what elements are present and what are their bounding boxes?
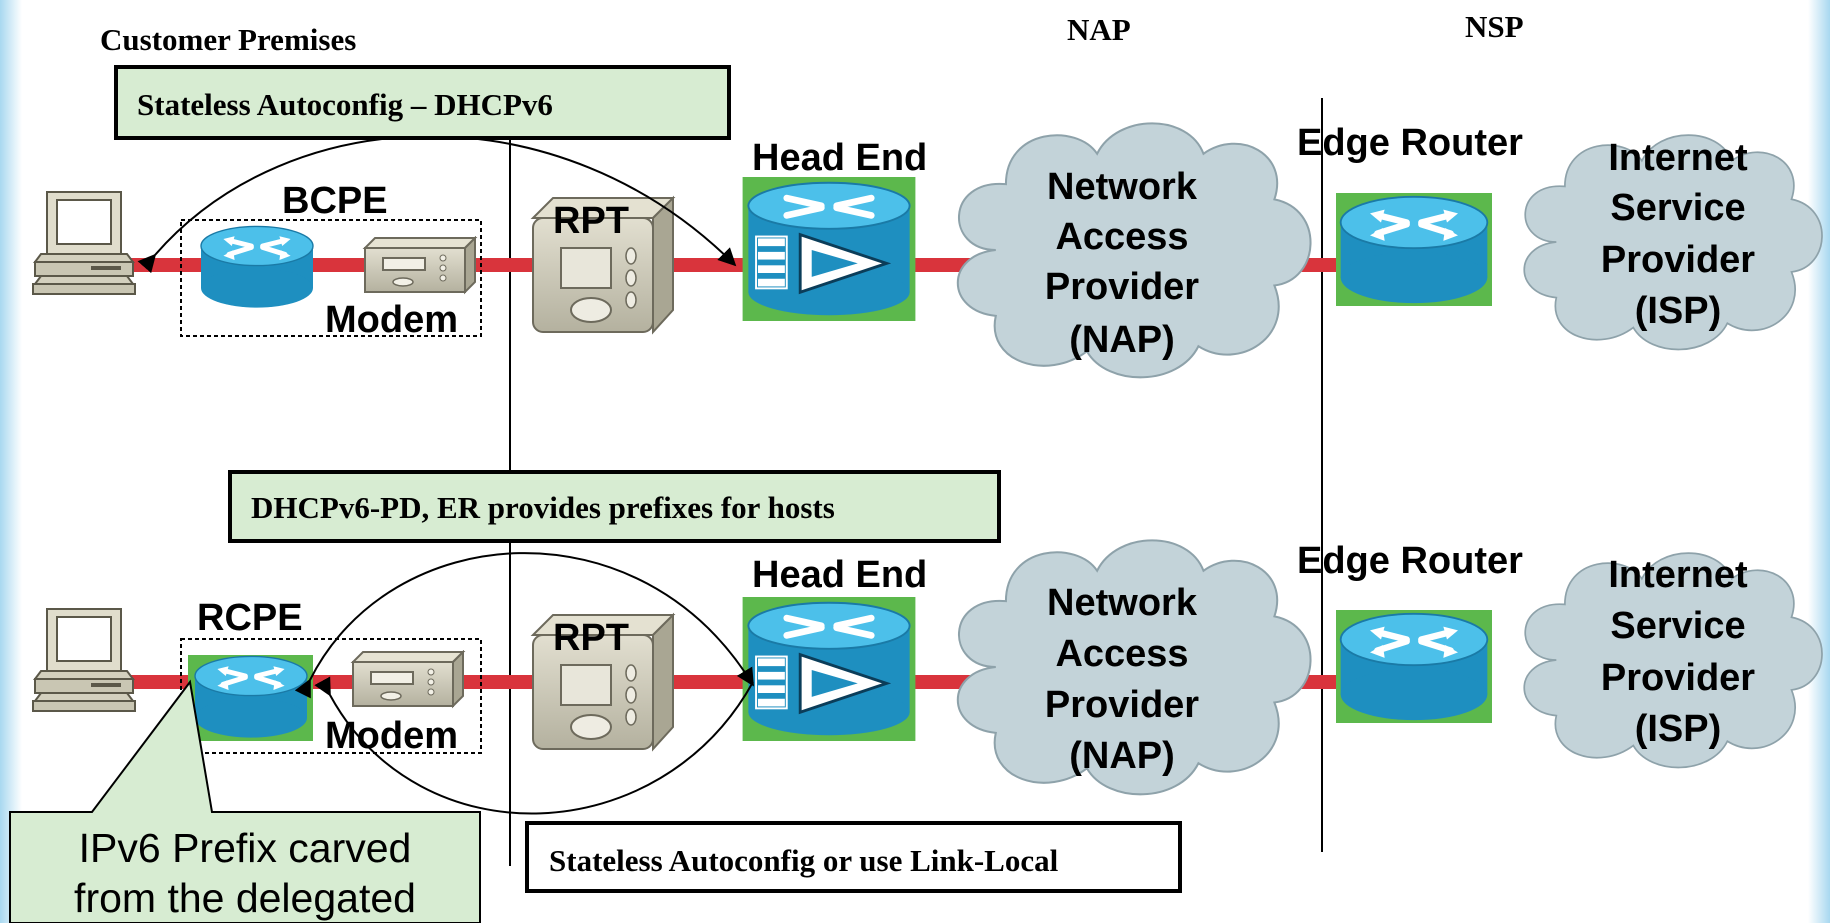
- top-autoconfig-banner-text: Stateless Autoconfig – DHCPv6: [137, 87, 553, 122]
- bottom-isp-cloud-text: Internet Service Provider (ISP): [1601, 554, 1755, 750]
- bottom-host-pc-icon: [31, 607, 137, 713]
- top-modem-label: Modem: [325, 299, 458, 341]
- top-isp-line-4: (ISP): [1635, 290, 1722, 332]
- bottom-autoconfig-banner: [525, 821, 1182, 893]
- top-rpt-label: RPT: [553, 200, 629, 242]
- ipv6-prefix-callout-text: IPv6 Prefix carved from the delegated: [74, 825, 416, 921]
- callout-line-1: IPv6 Prefix carved: [79, 825, 412, 871]
- customer-premises-label: Customer Premises: [100, 22, 356, 57]
- top-edge-router-icon: [1341, 197, 1488, 303]
- top-isp-line-2: Service: [1610, 187, 1745, 229]
- nsp-header-label: NSP: [1465, 9, 1524, 44]
- right-edge-gradient: [1808, 0, 1830, 923]
- top-isp-cloud-text: Internet Service Provider (ISP): [1601, 137, 1755, 332]
- bottom-cpe-label: RCPE: [197, 597, 303, 639]
- top-head-end-icon: [743, 177, 916, 321]
- bottom-autoconfig-banner-text: Stateless Autoconfig or use Link-Local: [549, 843, 1059, 878]
- bottom-isp-line-4: (ISP): [1635, 708, 1722, 750]
- top-bcpe-box: [180, 219, 482, 337]
- bottom-modem-icon: [351, 650, 465, 708]
- bottom-nap-line-3: Provider: [1045, 684, 1199, 726]
- ipv6-prefix-callout: [9, 679, 481, 923]
- bottom-head-end-label: Head End: [752, 554, 927, 596]
- bottom-pd-banner: [228, 470, 1001, 543]
- left-edge-gradient: [0, 0, 22, 923]
- top-isp-line-3: Provider: [1601, 239, 1755, 281]
- bottom-rcpe-router-icon: [195, 656, 307, 737]
- nap-header-label: NAP: [1067, 12, 1131, 47]
- callout-line-2: from the delegated: [74, 875, 416, 921]
- top-autoconfig-banner: [114, 65, 731, 140]
- bottom-isp-line-3: Provider: [1601, 657, 1755, 699]
- top-nap-cloud-text: Network Access Provider (NAP): [1045, 166, 1199, 361]
- top-cpe-label: BCPE: [282, 180, 388, 222]
- top-host-pc-icon: [31, 190, 137, 296]
- bottom-linklocal-arrow: [314, 676, 754, 815]
- bottom-pd-banner-text: DHCPv6-PD, ER provides prefixes for host…: [251, 490, 835, 525]
- bottom-nap-line-4: (NAP): [1069, 735, 1175, 777]
- bottom-row: RCPE Modem RPT Head End Network Access P…: [9, 470, 1824, 923]
- bottom-nap-cloud-text: Network Access Provider (NAP): [1045, 582, 1199, 777]
- bottom-isp-line-1: Internet: [1608, 554, 1748, 596]
- top-bcpe-router-icon: [201, 226, 313, 307]
- top-edge-router-label: Edge Router: [1297, 122, 1523, 164]
- top-nap-line-1: Network: [1047, 166, 1198, 208]
- top-isp-line-1: Internet: [1608, 137, 1748, 179]
- top-modem-icon: [363, 236, 477, 294]
- bottom-edge-router-label: Edge Router: [1297, 540, 1523, 582]
- top-row: BCPE Modem RPT Head End Network Access P…: [31, 65, 1824, 379]
- bottom-isp-line-2: Service: [1610, 605, 1745, 647]
- bottom-nap-line-1: Network: [1047, 582, 1198, 624]
- bottom-pd-arrow: [294, 552, 754, 699]
- bottom-nap-line-2: Access: [1055, 633, 1188, 675]
- bottom-head-end-icon: [743, 597, 916, 741]
- top-nap-line-4: (NAP): [1069, 319, 1175, 361]
- top-nap-line-2: Access: [1055, 216, 1188, 258]
- bottom-rpt-label: RPT: [553, 617, 629, 659]
- top-nap-line-3: Provider: [1045, 266, 1199, 308]
- bottom-edge-router-icon: [1341, 614, 1488, 720]
- top-head-end-label: Head End: [752, 137, 927, 179]
- bottom-modem-label: Modem: [325, 715, 458, 757]
